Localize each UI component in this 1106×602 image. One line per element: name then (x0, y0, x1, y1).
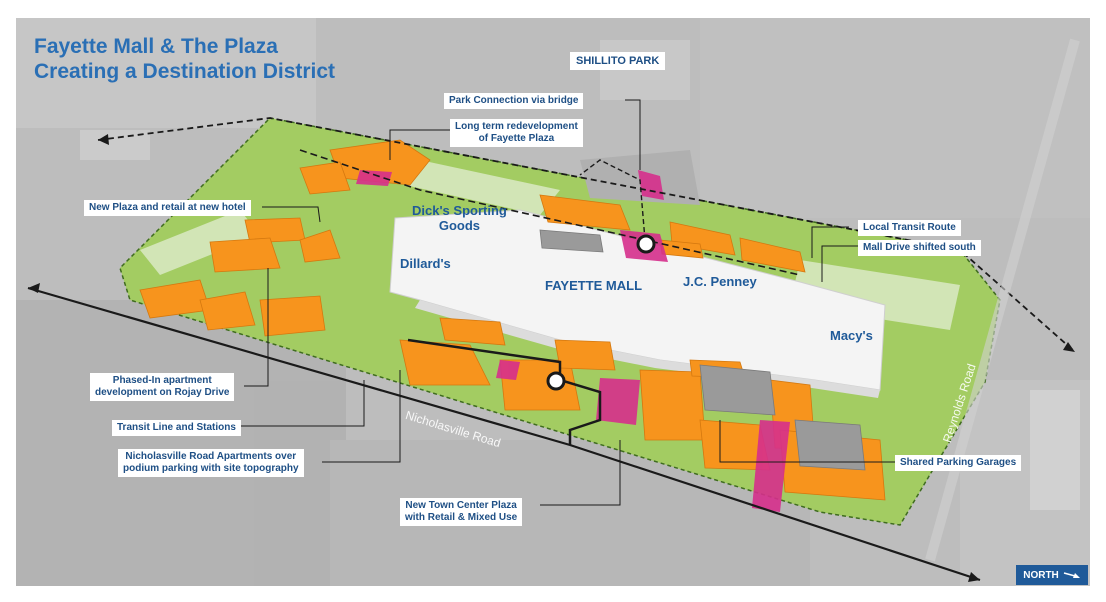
phased-apartment-label: Phased-In apartment development on Rojay… (90, 373, 235, 401)
nicholasville-road-east-arrow (968, 572, 980, 582)
town-center-plaza-label: New Town Center Plaza with Retail & Mixe… (400, 498, 523, 526)
surface-parking (140, 160, 960, 330)
transit-station-icon (546, 371, 566, 391)
title-line-1: Fayette Mall & The Plaza (34, 35, 278, 58)
dillards-label: Dillard's (400, 256, 451, 271)
mall-drive-east-arrow (1063, 342, 1075, 352)
fayette-mall-label: FAYETTE MALL (545, 278, 643, 293)
nicholasville-apartments-label: Nicholasville Road Apartments over podiu… (118, 449, 304, 477)
transit-line-label: Transit Line and Stations (112, 420, 241, 436)
transit-station-icon (636, 234, 656, 254)
mall-drive-west-arrow (98, 134, 109, 145)
shillito-park-label: SHILLITO PARK (570, 52, 666, 70)
callout-leader-lines (240, 99, 895, 506)
parking-garages (539, 229, 866, 471)
title-line-2: Creating a Destination District (34, 60, 336, 83)
north-label: NORTH (1023, 569, 1059, 581)
mall-drive-dashed (97, 117, 1076, 353)
nicholasville-road-west-arrow (28, 283, 40, 293)
jc-penney-label: J.C. Penney (683, 274, 757, 289)
park-bridge-route (579, 159, 646, 241)
mall-drive-shifted-label: Mall Drive shifted south (858, 240, 981, 256)
local-transit-route-label: Local Transit Route (858, 220, 961, 236)
long-term-redevelopment-label: Long term redevelopment of Fayette Plaza (450, 119, 583, 147)
macys-label: Macy's (830, 328, 873, 343)
map-title: Fayette Mall & The Plaza Creating a Dest… (34, 34, 335, 84)
park-connection-label: Park Connection via bridge (444, 93, 584, 109)
new-plaza-label: New Plaza and retail at new hotel (84, 200, 251, 216)
transit-line-route (407, 338, 602, 445)
north-arrow-icon (1063, 572, 1080, 578)
pink-plazas (356, 170, 790, 512)
nicholasville-road-line (27, 286, 981, 582)
reynolds-road (925, 38, 1080, 562)
dicks-sporting-goods-label: Dick's Sporting Goods (412, 203, 507, 233)
shared-parking-label: Shared Parking Garages (895, 455, 1022, 471)
north-badge: NORTH (1016, 565, 1088, 585)
